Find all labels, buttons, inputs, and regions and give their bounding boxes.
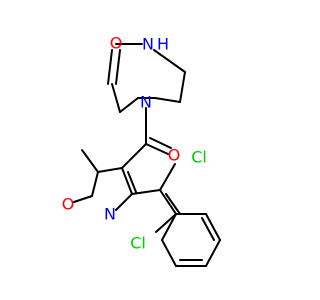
bond: [159, 189, 177, 215]
hydrogen-label-amide: H: [157, 35, 169, 54]
nitrogen-label-ring: N: [140, 93, 152, 112]
bond: [161, 239, 177, 267]
bond: [149, 137, 172, 149]
bond: [179, 71, 186, 103]
bond: [111, 83, 121, 113]
molecule-canvas: O N H N O O N Cl Cl: [61, 33, 221, 267]
bond: [161, 213, 177, 241]
bond: [107, 49, 113, 85]
bond: [159, 163, 176, 191]
chlorine-label-top: Cl: [191, 148, 207, 167]
nitrogen-label-amide: N: [142, 35, 154, 54]
bond: [121, 143, 147, 169]
bond: [205, 239, 221, 267]
oxygen-label-carbonyl-ring: O: [110, 34, 123, 53]
nitrogen-label-isoxazole: N: [104, 205, 116, 224]
bond: [115, 49, 121, 85]
bond: [155, 213, 177, 233]
bond: [165, 193, 181, 215]
bond: [119, 97, 139, 113]
bond: [81, 149, 99, 173]
bond: [201, 217, 215, 241]
bond: [115, 193, 133, 211]
structure-diagram: O N H N O O N Cl Cl: [62, 34, 221, 267]
oxygen-label-isoxazole: O: [62, 195, 75, 214]
chlorine-label-bottom: Cl: [130, 234, 146, 253]
bond: [97, 167, 123, 173]
bond: [121, 167, 133, 195]
bond: [131, 189, 161, 195]
bond: [73, 195, 93, 203]
bond: [91, 171, 99, 197]
bond: [127, 171, 137, 193]
bond: [154, 97, 181, 103]
bond: [145, 143, 169, 155]
oxygen-label-carbonyl: O: [168, 146, 181, 165]
bond: [153, 49, 186, 73]
bond: [205, 213, 221, 241]
